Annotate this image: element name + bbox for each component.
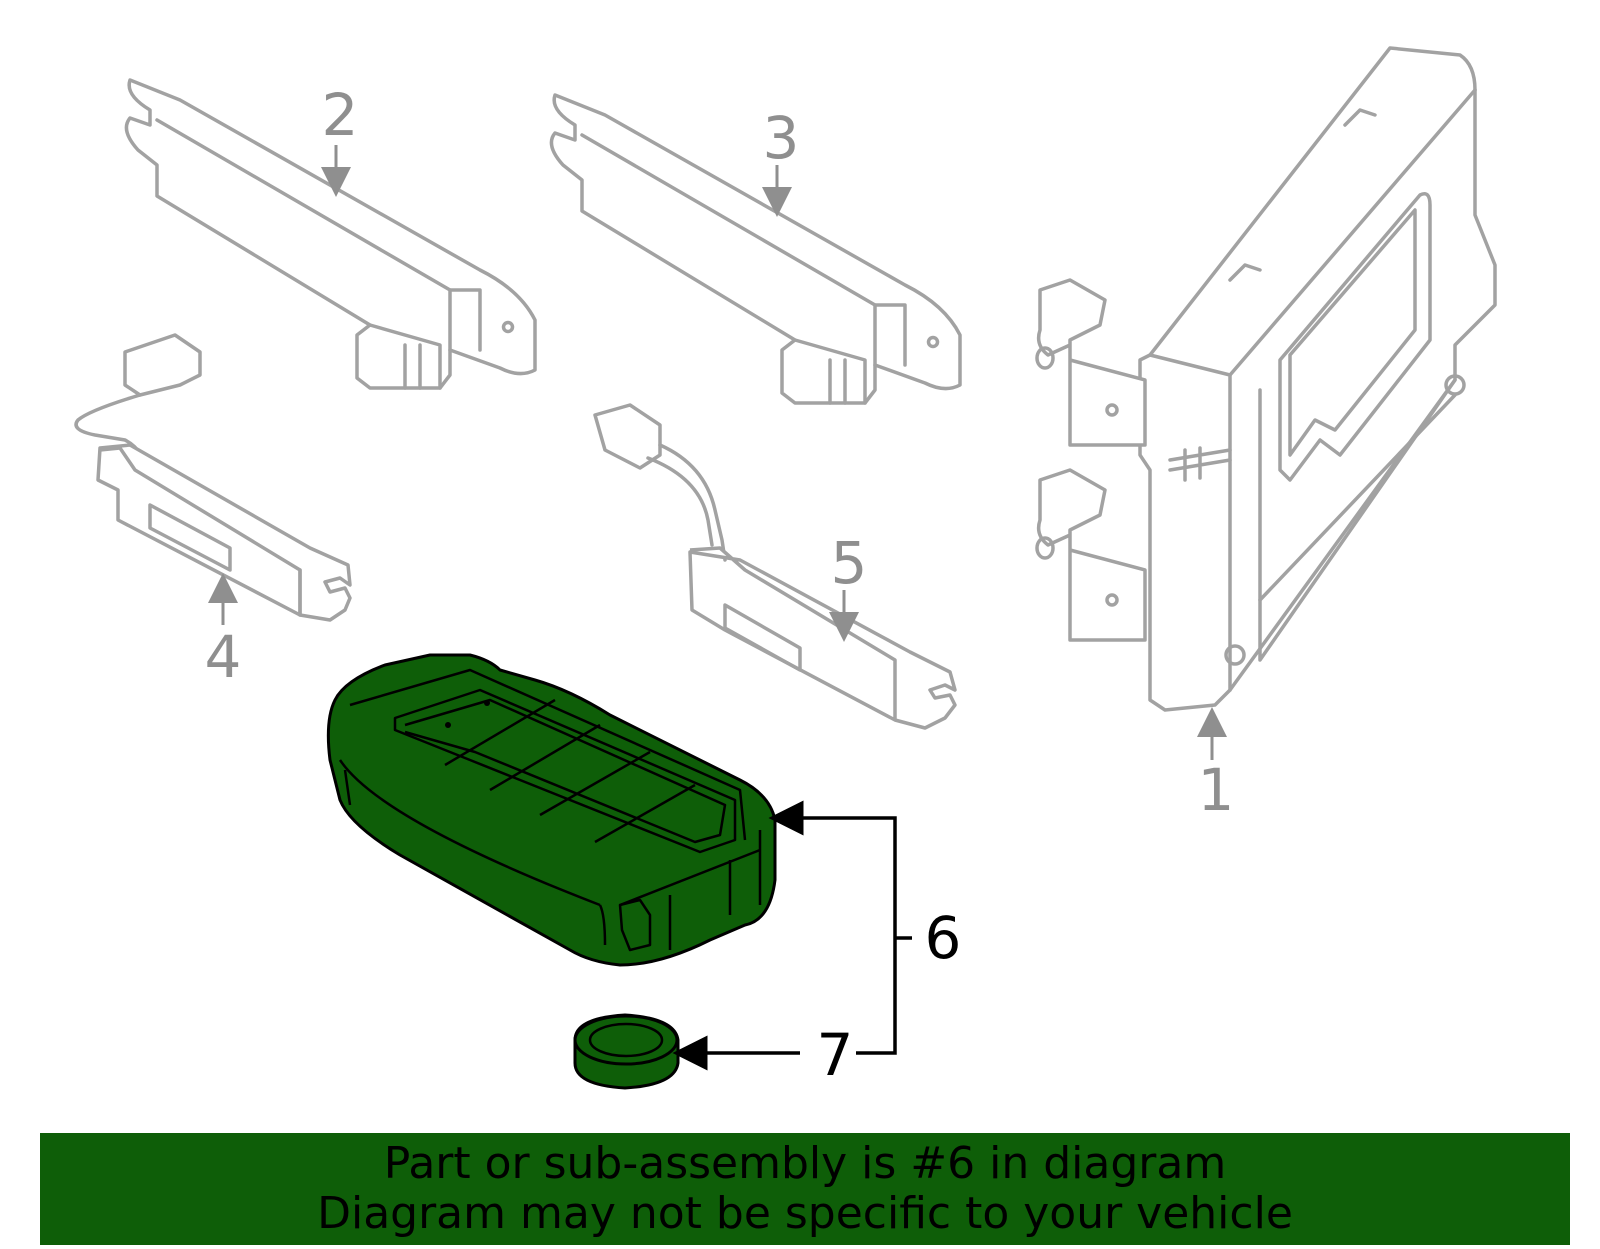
part-6-smart-key[interactable] — [326, 653, 777, 967]
callout-7: 7 — [817, 1021, 854, 1089]
part-7-battery — [573, 1013, 680, 1090]
callout-3: 3 — [763, 104, 800, 172]
notice-banner: Part or sub-assembly is #6 in diagram Di… — [40, 1133, 1570, 1245]
leader-lines — [208, 145, 1227, 1071]
callout-2: 2 — [322, 81, 359, 149]
callout-4: 4 — [205, 623, 242, 691]
part-1-module — [1035, 46, 1497, 712]
callout-1: 1 — [1198, 756, 1235, 824]
part-4-antenna — [74, 333, 352, 622]
callout-5: 5 — [831, 529, 868, 597]
part-2-antenna — [124, 78, 537, 390]
callout-6: 6 — [925, 904, 962, 972]
banner-line-1: Part or sub-assembly is #6 in diagram — [383, 1138, 1227, 1189]
part-5-antenna — [593, 403, 957, 730]
banner-line-2: Diagram may not be specific to your vehi… — [317, 1188, 1293, 1239]
part-3-antenna — [549, 93, 962, 405]
